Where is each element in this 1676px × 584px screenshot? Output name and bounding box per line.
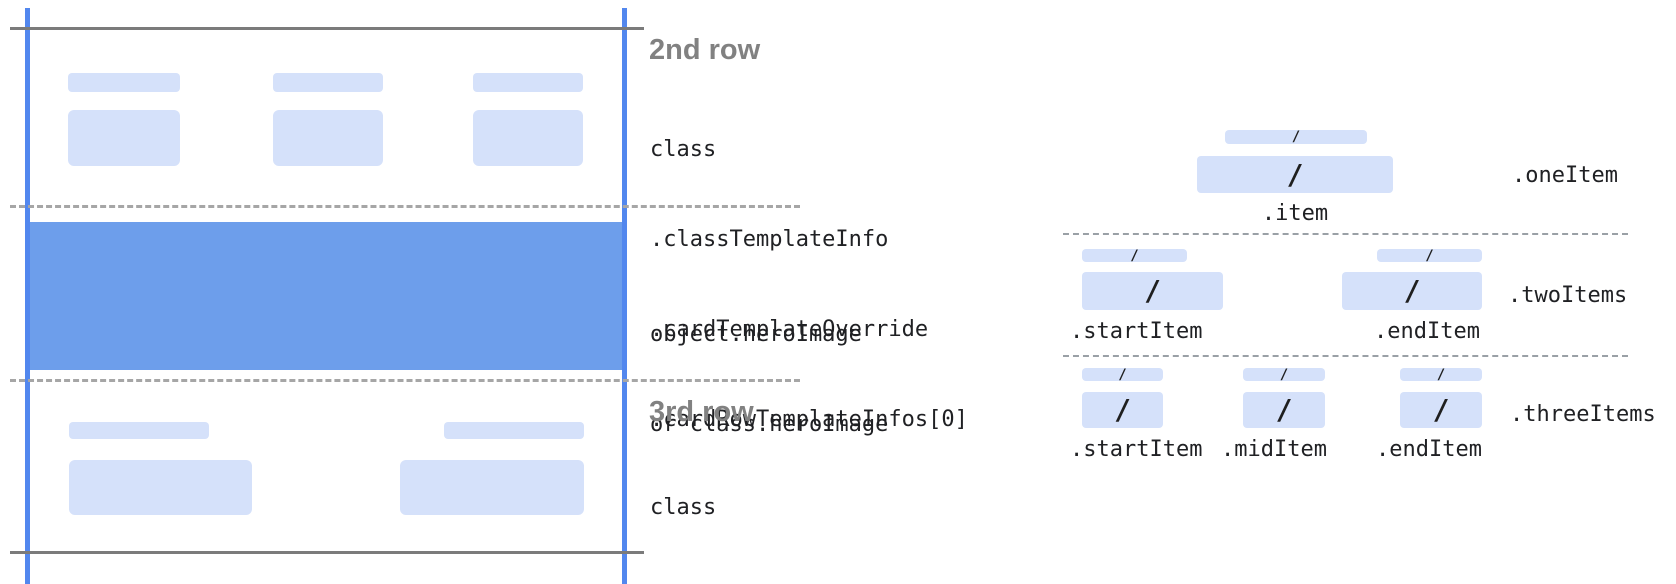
row3-code-line: class bbox=[650, 495, 717, 520]
three-items-start-label-placeholder: / bbox=[1082, 366, 1163, 383]
one-item-value-placeholder: / bbox=[1197, 156, 1393, 193]
row2-heading: 2nd row bbox=[649, 34, 761, 66]
image-slash-glyph: / bbox=[1130, 247, 1139, 264]
two-items-start-field-label: .startItem bbox=[1070, 319, 1203, 344]
legend-dashed-separator bbox=[1063, 355, 1628, 357]
row3-col1-value-placeholder bbox=[69, 460, 252, 515]
two-items-end-value-placeholder: / bbox=[1342, 272, 1482, 310]
three-items-mid-label-placeholder: / bbox=[1243, 366, 1325, 383]
three-items-start-field-label: .startItem bbox=[1070, 437, 1203, 462]
image-slash-glyph: / bbox=[1114, 393, 1131, 426]
three-items-end-field-label: .endItem bbox=[1376, 437, 1482, 462]
row2-code-block: class .classTemplateInfo .cardTemplateOv… bbox=[650, 75, 968, 495]
row3-col2-value-placeholder bbox=[400, 460, 584, 515]
image-slash-glyph: / bbox=[1403, 274, 1421, 307]
image-slash-glyph: / bbox=[1279, 366, 1289, 383]
three-items-start-value-placeholder: / bbox=[1082, 392, 1163, 428]
one-item-row-label: .oneItem bbox=[1512, 163, 1618, 188]
image-slash-glyph: / bbox=[1275, 393, 1293, 426]
three-items-row-label: .threeItems bbox=[1510, 402, 1656, 427]
row2-col3-label-placeholder bbox=[473, 73, 583, 92]
image-slash-glyph: / bbox=[1291, 129, 1301, 145]
row3-col1-label-placeholder bbox=[69, 422, 209, 439]
row2-col3-value-placeholder bbox=[473, 110, 583, 166]
image-slash-glyph: / bbox=[1286, 157, 1304, 191]
row2-code-line: class bbox=[650, 137, 717, 162]
row2-col2-value-placeholder bbox=[273, 110, 383, 166]
row3-code-block: class .classTemplateInfo .cardTemplateOv… bbox=[650, 433, 968, 584]
row3-col2-label-placeholder bbox=[444, 422, 584, 439]
row2-code-line: .cardTemplateOverride bbox=[650, 317, 929, 342]
row2-hero-dashed-separator bbox=[10, 205, 800, 208]
row2-col1-label-placeholder bbox=[68, 73, 180, 92]
hero-code-line: or class.heroImage bbox=[650, 412, 889, 437]
card-top-border-line bbox=[10, 27, 644, 30]
card-right-guide-line bbox=[622, 8, 627, 584]
image-slash-glyph: / bbox=[1425, 247, 1434, 264]
three-items-end-value-placeholder: / bbox=[1400, 392, 1482, 428]
two-items-end-label-placeholder: / bbox=[1377, 247, 1482, 264]
card-left-guide-line bbox=[25, 8, 30, 584]
one-item-field-label: .item bbox=[1261, 201, 1329, 226]
row2-col1-value-placeholder bbox=[68, 110, 180, 166]
two-items-row-label: .twoItems bbox=[1508, 283, 1628, 308]
image-slash-glyph: / bbox=[1144, 274, 1161, 307]
three-items-mid-field-label: .midItem bbox=[1221, 437, 1327, 462]
image-slash-glyph: / bbox=[1432, 393, 1450, 426]
two-items-start-value-placeholder: / bbox=[1082, 272, 1223, 310]
hero-image-band bbox=[30, 222, 622, 370]
row2-code-line: .cardRowTemplateInfos[0] bbox=[650, 407, 968, 432]
two-items-end-field-label: .endItem bbox=[1374, 319, 1480, 344]
three-items-end-label-placeholder: / bbox=[1400, 366, 1482, 383]
row2-col2-label-placeholder bbox=[273, 73, 383, 92]
three-items-mid-value-placeholder: / bbox=[1243, 392, 1325, 428]
row2-code-line: .classTemplateInfo bbox=[650, 227, 889, 252]
hero-code-line: object.heroImage bbox=[650, 322, 862, 347]
image-slash-glyph: / bbox=[1436, 366, 1446, 383]
image-slash-glyph: / bbox=[1118, 366, 1127, 383]
two-items-start-label-placeholder: / bbox=[1082, 247, 1187, 264]
row3-heading: 3rd row bbox=[649, 396, 754, 428]
legend-dashed-separator bbox=[1063, 233, 1628, 235]
hero-code-block: object.heroImage or class.heroImage bbox=[650, 260, 888, 500]
one-item-label-placeholder: / bbox=[1225, 130, 1367, 144]
card-bottom-border-line bbox=[10, 551, 644, 554]
hero-row3-dashed-separator bbox=[10, 379, 800, 382]
